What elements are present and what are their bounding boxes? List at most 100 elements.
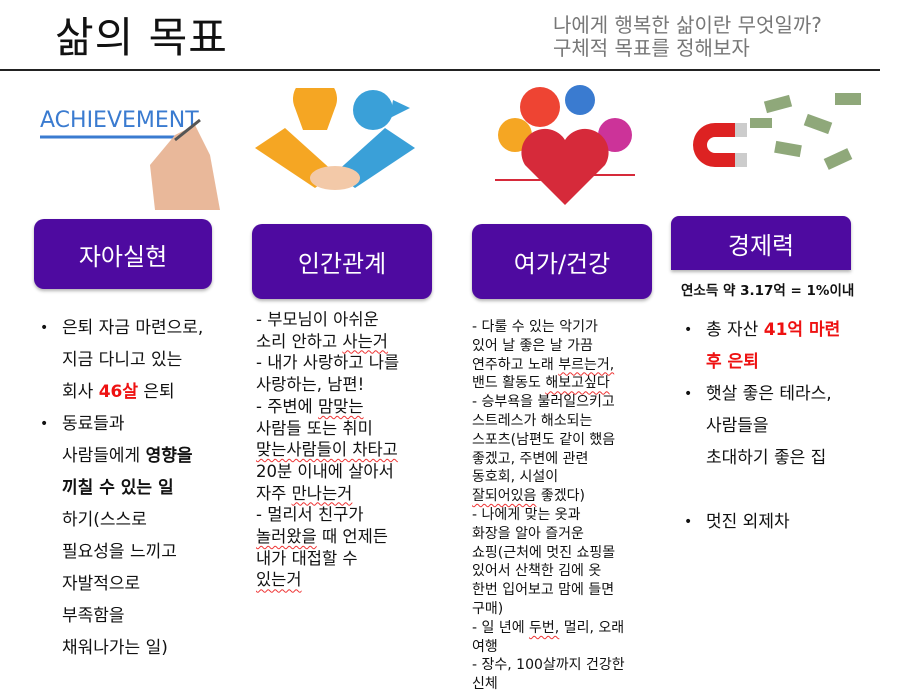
text-segment: 동료들과: [62, 414, 125, 434]
text-segment: 총 자산: [706, 320, 764, 340]
text-segment: 두번,: [529, 619, 560, 636]
text-line: 스포츠(남편도 같이 했음: [472, 431, 625, 450]
text-segment: 스트레스가 해소되는: [472, 412, 593, 429]
text-line: 초대하기 좋은 집: [706, 442, 840, 474]
text-segment: 맞는사람들이 차타고: [256, 440, 398, 460]
text-line: 필요성을 느끼고: [62, 536, 203, 568]
text-line: 놀러왔을 때 언제든: [256, 526, 399, 548]
text-segment: 한번 입어보고 맘에 들면: [472, 582, 615, 599]
text-line: 구매): [472, 600, 625, 619]
text-segment: 좋겠고, 주변에 관련: [472, 450, 589, 467]
text-line: 20분 이내에 살아서: [256, 461, 399, 483]
text-segment: - 승부욕을 불러일으키고: [472, 394, 615, 411]
text-line: 있어서 산책한 김에 옷: [472, 562, 625, 581]
text-segment: 채워나가는 일): [62, 638, 168, 658]
text-segment: 맘맞는: [317, 396, 364, 416]
text-line: 연주하고 노래 부르는거,: [472, 356, 625, 375]
text-segment: 해보고싶다: [545, 375, 610, 392]
text-line: [706, 474, 840, 506]
text-segment: 자주: [256, 483, 292, 503]
text-line: - 일 년에 두번, 멀리, 오래: [472, 619, 625, 638]
text-line: 동호회, 시설이: [472, 468, 625, 487]
bullet-icon: •: [684, 322, 693, 338]
text-segment: 있어 날 좋은 날 가끔: [472, 337, 593, 354]
text-line: 사랑하는, 남편!: [256, 374, 399, 396]
text-segment: 후 은퇴: [706, 352, 759, 372]
text-segment: - 내가 사랑하고 나를: [256, 353, 400, 373]
text-line: - 멀리서 친구가: [256, 504, 399, 526]
text-line: •햇살 좋은 테라스,: [684, 378, 840, 410]
text-line: - 장수, 100살까지 건강한: [472, 656, 625, 675]
text-segment: 때 언제든: [316, 527, 388, 547]
text-segment: 사람들을: [706, 416, 769, 436]
text-line: 화장을 알아 즐거운: [472, 525, 625, 544]
text-segment: 끼칠 수 있는 일: [62, 478, 174, 498]
magnet-money-image: [693, 93, 861, 170]
text-line: 내가 대접할 수: [256, 548, 399, 570]
text-segment: 부족함을: [62, 606, 125, 626]
text-segment: 필요성을 느끼고: [62, 542, 177, 562]
text-segment: 영향을: [145, 446, 193, 466]
text-line: 채워나가는 일): [62, 632, 203, 664]
title-divider: [0, 69, 880, 71]
text-line: 여행: [472, 638, 625, 657]
text-line: - 주변에 맘맞는: [256, 396, 399, 418]
text-segment: 신체: [472, 676, 498, 693]
text-line: • 동료들과: [40, 408, 203, 440]
text-segment: 소리 안하고: [256, 331, 343, 351]
text-line: •총 자산 41억 마련: [684, 314, 840, 346]
page-subtitle: 나에게 행복한 삶이란 무엇일까? 구체적 목표를 정해보자: [553, 14, 822, 60]
text-segment: 내가 대접할 수: [256, 548, 358, 568]
category-leisure-health: 여가/건강: [472, 224, 652, 299]
text-segment: 초대하기 좋은 집: [706, 448, 827, 468]
text-line: 쇼핑(근처에 멋진 쇼핑몰: [472, 544, 625, 563]
text-segment: 놀러왔을: [256, 527, 317, 547]
text-segment: 쇼핑(근처에 멋진 쇼핑몰: [472, 544, 616, 561]
text-segment: 햇살 좋은 테라스,: [706, 384, 832, 404]
text-segment: - 부모님이 아쉬운: [256, 310, 379, 329]
text-segment: 사람들 또는 취미: [256, 418, 373, 438]
text-line: 있어 날 좋은 날 가끔: [472, 337, 625, 356]
text-segment: 멀리, 오래: [559, 619, 625, 636]
text-segment: 46살: [98, 382, 138, 402]
text-line: - 부모님이 아쉬운: [256, 309, 399, 331]
income-note: 연소득 약 3.17억 = 1%이내: [681, 283, 855, 299]
subtitle-line: 나에게 행복한 삶이란 무엇일까?: [553, 13, 822, 37]
text-line: - 나에게 맞는 옷과: [472, 506, 625, 525]
category-economic: 경제력: [671, 216, 851, 270]
bullet-icon: •: [40, 416, 49, 432]
text-line: 밴드 활동도 해보고싶다: [472, 374, 625, 393]
text-segment: 연주하고 노래: [472, 356, 559, 373]
text-segment: 회사: [62, 382, 99, 402]
text-line: 자주 만나는거: [256, 483, 399, 505]
text-line: 끼칠 수 있는 일: [62, 472, 203, 504]
bullet-icon: •: [40, 320, 49, 336]
text-line: 하기(스스로: [62, 504, 203, 536]
text-line: 잘되어있음 좋겠다): [472, 487, 625, 506]
text-line: 사람들에게 영향을: [62, 440, 203, 472]
category-relationships: 인간관계: [252, 224, 432, 299]
text-line: 맞는사람들이 차타고: [256, 439, 399, 461]
text-segment: 자발적으로: [62, 574, 141, 594]
text-line: 한번 입어보고 맘에 들면: [472, 581, 625, 600]
text-segment: - 주변에: [256, 396, 318, 416]
text-line: •멋진 외제차: [684, 506, 840, 538]
text-segment: 동호회, 시설이: [472, 469, 559, 486]
text-segment: 20분 이내에 살아서: [256, 461, 394, 481]
text-segment: 은퇴: [138, 382, 175, 402]
text-segment: 있어서 산책한 김에 옷: [472, 563, 602, 580]
text-segment: - 나에게 맞는 옷과: [472, 506, 581, 523]
text-line: •은퇴 자금 마련으로,: [40, 312, 203, 344]
text-segment: 구매): [472, 600, 504, 617]
text-segment: 있는거: [256, 570, 302, 590]
text-segment: 만나는거: [291, 483, 353, 503]
text-line: 신체: [472, 675, 625, 694]
text-line: 후 은퇴: [706, 346, 840, 378]
text-segment: 여행: [472, 638, 498, 655]
text-segment: - 다룰 수 있는 악기가: [472, 319, 598, 335]
text-segment: - 멀리서 친구가: [256, 505, 364, 525]
text-line: 회사 46살 은퇴: [62, 376, 203, 408]
text-line: 자발적으로: [62, 568, 203, 600]
